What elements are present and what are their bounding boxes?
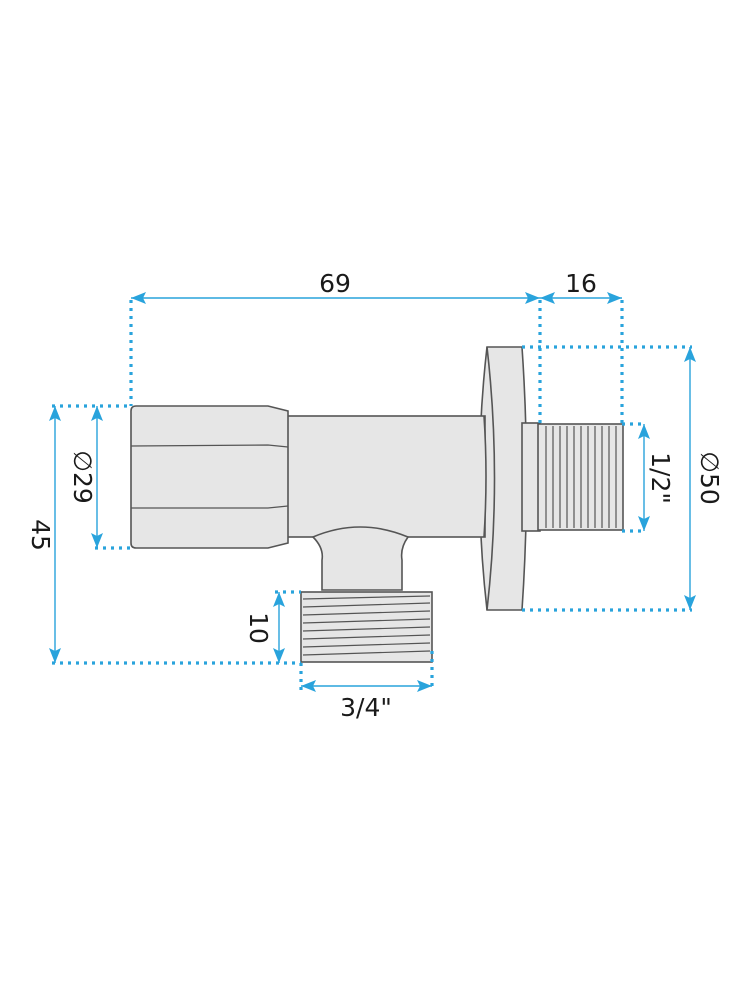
dim-inlet-thread-length: 10 — [244, 612, 273, 644]
dimension-lines — [49, 292, 696, 692]
dim-handle-diameter: ∅29 — [68, 450, 97, 504]
dim-overall-length: 69 — [319, 269, 351, 298]
dim-flange-diameter: ∅50 — [695, 451, 724, 505]
outlet-thread — [537, 423, 624, 531]
dim-outlet-thread: 1/2" — [646, 452, 675, 504]
inlet-thread — [300, 591, 433, 663]
inlet-neck — [311, 526, 410, 591]
dim-outlet-length: 16 — [565, 269, 597, 298]
extension-lines — [52, 300, 692, 690]
dim-height: 45 — [26, 519, 55, 551]
valve-handle — [130, 405, 289, 549]
dim-inlet-thread: 3/4" — [340, 693, 392, 722]
valve-body — [286, 415, 486, 538]
wall-flange — [478, 346, 528, 611]
